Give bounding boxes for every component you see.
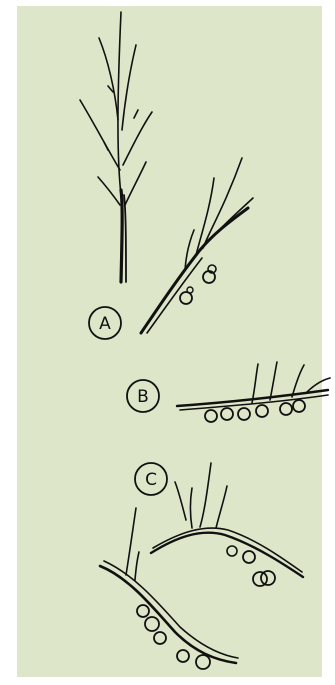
pruned-stem-icon <box>80 12 152 282</box>
horizontal-stem-fruit-icon <box>177 362 330 422</box>
label-c: C <box>145 470 157 490</box>
label-b: B <box>137 387 149 407</box>
arching-stem-fruit-icon <box>141 158 253 333</box>
label-a: A <box>99 314 111 334</box>
bent-stems-fruit-icon <box>100 463 303 669</box>
